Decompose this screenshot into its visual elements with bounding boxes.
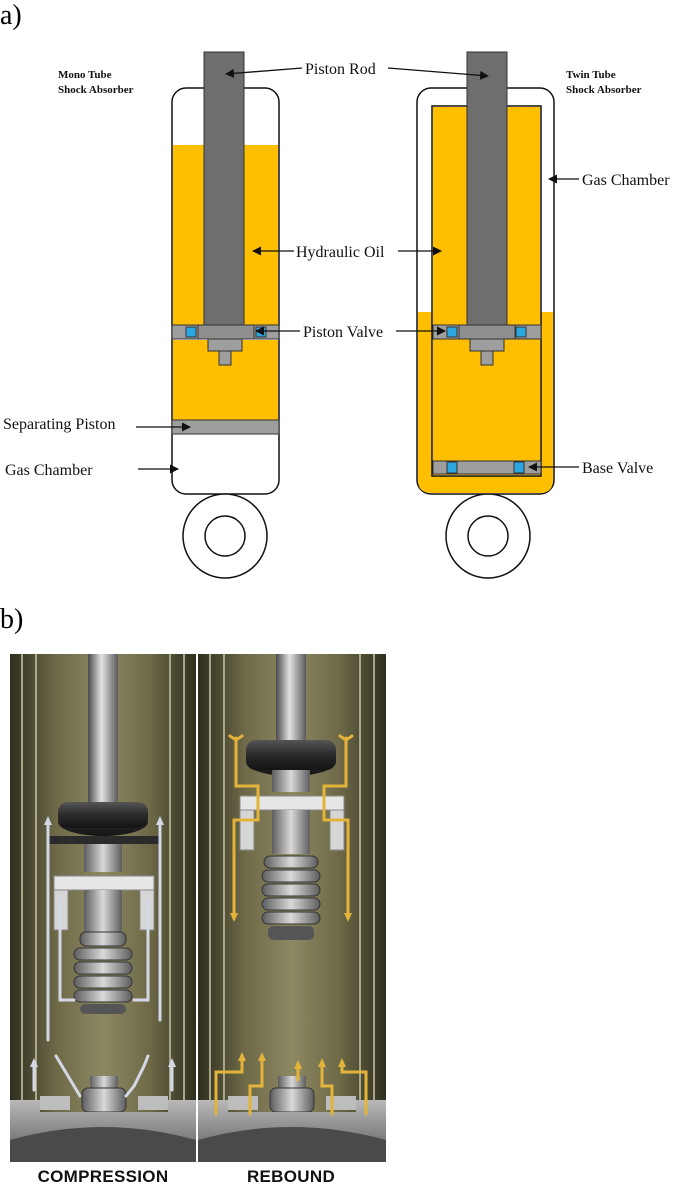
twin-title-line1: Twin Tube [566, 69, 616, 81]
label-separating-piston: Separating Piston [3, 416, 115, 433]
label-piston-valve: Piston Valve [303, 324, 383, 341]
compression-flow-arrows [30, 816, 176, 1098]
mono-tube-shock [171, 51, 280, 579]
compression-spring [73, 931, 133, 1014]
compression-panel [10, 654, 196, 1162]
leader-arrows [136, 67, 579, 474]
rebound-flow-arrows [214, 734, 368, 1116]
label-hydraulic-oil: Hydraulic Oil [296, 244, 385, 261]
label-piston-rod: Piston Rod [305, 61, 376, 78]
rebound-panel [198, 654, 386, 1162]
caption-compression: COMPRESSION [38, 1167, 169, 1186]
mono-title-line2: Shock Absorber [58, 84, 134, 96]
mono-title-line1: Mono Tube [58, 69, 112, 81]
compression-piston [58, 802, 148, 828]
part-b-label: b) [0, 604, 23, 635]
valve-flow-diagram-b: b) [0, 604, 386, 1188]
twin-tube-shock [416, 51, 555, 579]
mono-piston-rod [203, 51, 245, 327]
label-gas-chamber-right: Gas Chamber [582, 172, 670, 189]
label-gas-chamber-left: Gas Chamber [5, 462, 93, 479]
twin-piston-rod [466, 51, 508, 327]
part-a-label: a) [0, 0, 22, 31]
rebound-piston [246, 740, 336, 770]
rebound-piston-rod [276, 654, 306, 744]
label-base-valve: Base Valve [582, 460, 653, 477]
rebound-spring [261, 855, 321, 940]
shock-absorber-diagram-a: a) [0, 0, 670, 579]
twin-title-line2: Shock Absorber [566, 84, 642, 96]
compression-piston-rod [88, 654, 118, 804]
caption-rebound: REBOUND [247, 1167, 335, 1186]
